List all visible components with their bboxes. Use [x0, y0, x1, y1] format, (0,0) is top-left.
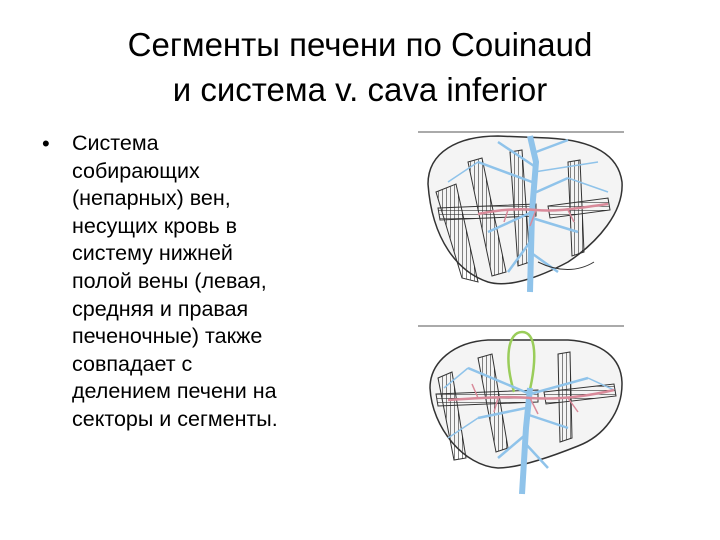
liver-vessels-illustration [418, 325, 624, 495]
bullet-line: печеночные) также [72, 324, 263, 349]
bullet-line: Система [72, 131, 159, 155]
bullet-line: секторы и сегменты. [72, 406, 278, 431]
bullet-line: полой вены (левая, [72, 268, 267, 293]
bullet-marker: • [42, 131, 50, 156]
bullet-text: Система собирающих (непарных) вен, несущ… [72, 130, 278, 434]
slide-title: Сегменты печени по Couinaud и система v.… [0, 22, 720, 112]
title-line-2: и система v. cava inferior [172, 71, 548, 108]
liver-diagram-top [418, 122, 630, 300]
bullet-line: средняя и правая [72, 296, 249, 321]
bullet-line: (непарных) вен, [72, 186, 231, 211]
bullet-line: совпадает с [72, 351, 193, 376]
liver-diagram-bottom [418, 318, 630, 496]
liver-segments-illustration [418, 131, 624, 293]
bullet-line: делением печени на [72, 379, 277, 404]
bullet-line: собирающих [72, 158, 200, 183]
title-line-1: Сегменты печени по Couinaud [127, 26, 593, 63]
bullet-line: несущих кровь в [72, 213, 238, 238]
bullet-line: систему нижней [72, 241, 233, 266]
